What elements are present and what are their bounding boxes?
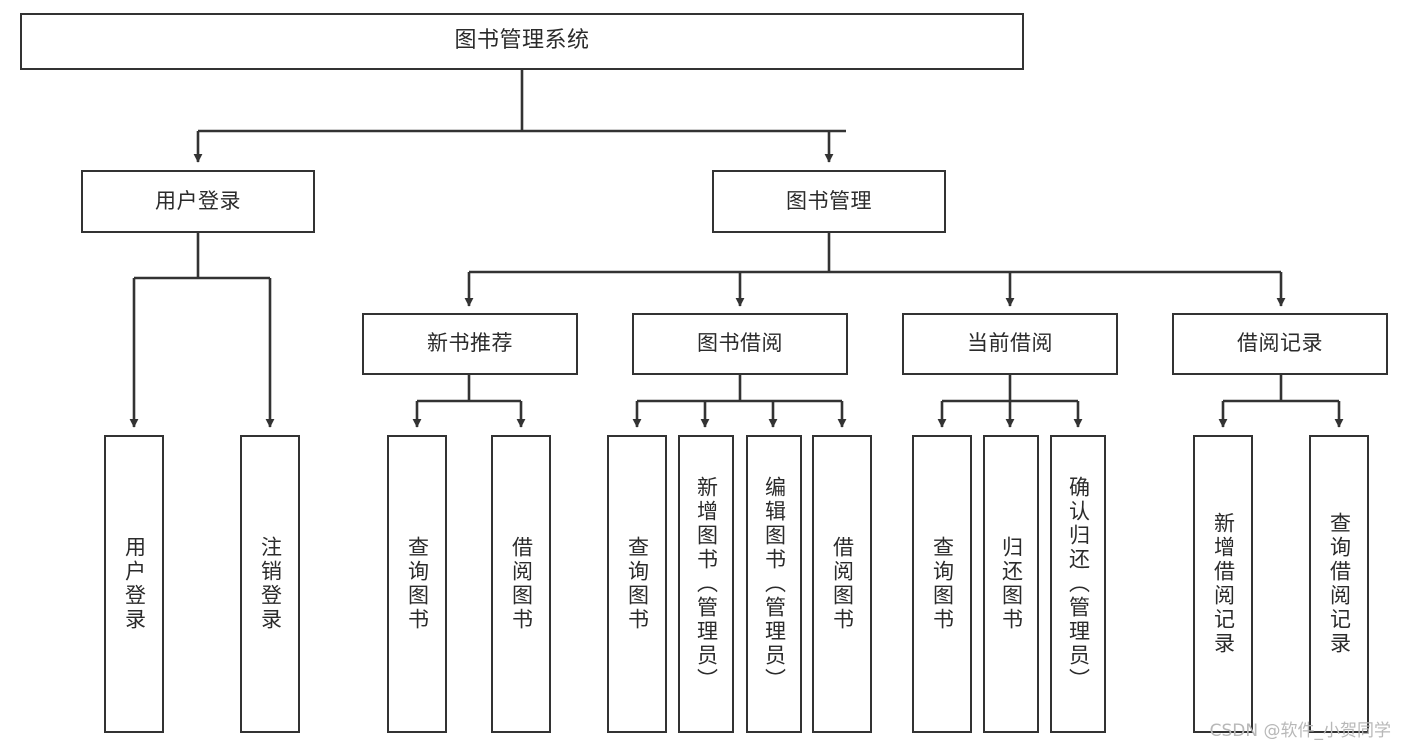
node-leaf-return-book-label: 归还图书 (999, 536, 1024, 632)
node-leaf-add-book-label: 新增图书（管理员） (694, 476, 719, 692)
node-book-borrow[interactable]: 图书借阅 (632, 313, 848, 375)
node-leaf-confirm-return-label: 确认归还（管理员） (1066, 476, 1091, 692)
node-leaf-query-book-2-label: 查询图书 (625, 536, 650, 632)
node-current-borrow-label: 当前借阅 (967, 331, 1053, 356)
node-user-login-label: 用户登录 (155, 188, 241, 213)
node-leaf-edit-book-label: 编辑图书（管理员） (762, 476, 787, 692)
node-current-borrow[interactable]: 当前借阅 (902, 313, 1118, 375)
node-leaf-return-book[interactable]: 归还图书 (983, 435, 1039, 733)
node-leaf-user-login[interactable]: 用户登录 (104, 435, 164, 733)
node-leaf-edit-book[interactable]: 编辑图书（管理员） (746, 435, 802, 733)
node-root[interactable]: 图书管理系统 (20, 13, 1024, 70)
node-leaf-borrow-book-1-label: 借阅图书 (509, 536, 534, 632)
node-user-login[interactable]: 用户登录 (81, 170, 315, 233)
node-leaf-user-logout-label: 注销登录 (258, 536, 283, 632)
node-leaf-borrow-book-1[interactable]: 借阅图书 (491, 435, 551, 733)
node-borrow-record-label: 借阅记录 (1237, 331, 1323, 356)
node-new-book-recommend[interactable]: 新书推荐 (362, 313, 578, 375)
node-leaf-borrow-book-2[interactable]: 借阅图书 (812, 435, 872, 733)
node-leaf-query-record-label: 查询借阅记录 (1327, 512, 1352, 656)
node-book-borrow-label: 图书借阅 (697, 331, 783, 356)
node-borrow-record[interactable]: 借阅记录 (1172, 313, 1388, 375)
node-leaf-query-book-1[interactable]: 查询图书 (387, 435, 447, 733)
node-leaf-query-book-3[interactable]: 查询图书 (912, 435, 972, 733)
csdn-watermark: CSDN @软件_小贺同学 (1209, 721, 1391, 741)
node-book-manage-label: 图书管理 (786, 188, 872, 213)
node-book-manage[interactable]: 图书管理 (712, 170, 946, 233)
node-leaf-user-logout[interactable]: 注销登录 (240, 435, 300, 733)
node-leaf-borrow-book-2-label: 借阅图书 (830, 536, 855, 632)
node-new-book-recommend-label: 新书推荐 (427, 331, 513, 356)
node-leaf-add-book[interactable]: 新增图书（管理员） (678, 435, 734, 733)
node-root-label: 图书管理系统 (454, 28, 590, 54)
node-leaf-add-record[interactable]: 新增借阅记录 (1193, 435, 1253, 733)
node-leaf-confirm-return[interactable]: 确认归还（管理员） (1050, 435, 1106, 733)
node-leaf-add-record-label: 新增借阅记录 (1211, 512, 1236, 656)
node-leaf-query-book-3-label: 查询图书 (930, 536, 955, 632)
node-leaf-query-book-1-label: 查询图书 (405, 536, 430, 632)
node-leaf-query-book-2[interactable]: 查询图书 (607, 435, 667, 733)
node-leaf-user-login-label: 用户登录 (122, 536, 147, 632)
node-leaf-query-record[interactable]: 查询借阅记录 (1309, 435, 1369, 733)
